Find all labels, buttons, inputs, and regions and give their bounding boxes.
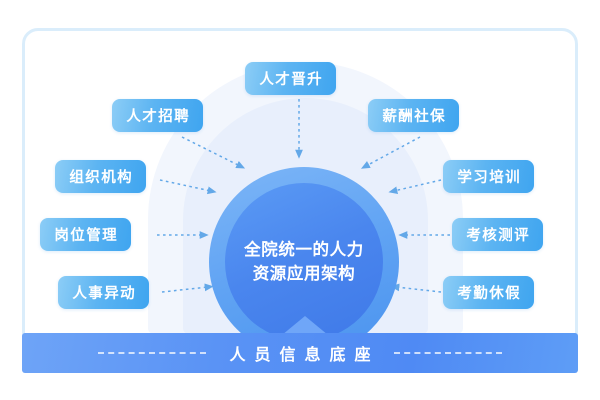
- module-pill-attendance[interactable]: 考勤休假: [443, 276, 534, 309]
- center-circle-inner: 全院统一的人力 资源应用架构: [225, 183, 383, 341]
- module-pill-label: 人才招聘: [126, 109, 190, 125]
- module-pill-recruitment[interactable]: 人才招聘: [112, 99, 203, 132]
- dashed-rule-left: [98, 352, 207, 354]
- module-pill-talent-promotion[interactable]: 人才晋升: [245, 62, 336, 95]
- module-pill-label: 薪酬社保: [382, 109, 446, 125]
- foundation-bar-label: 人员信息底座: [229, 347, 380, 364]
- module-pill-label: 考核测评: [466, 228, 530, 244]
- module-pill-position[interactable]: 岗位管理: [40, 218, 131, 251]
- center-title-line-2: 资源应用架构: [252, 265, 356, 283]
- module-pill-training[interactable]: 学习培训: [443, 160, 534, 193]
- module-pill-label: 人才晋升: [259, 72, 323, 88]
- module-pill-personnel-move[interactable]: 人事异动: [58, 276, 149, 309]
- module-pill-label: 人事异动: [72, 286, 136, 302]
- module-pill-label: 岗位管理: [54, 228, 118, 244]
- module-pill-label: 考勤休假: [457, 286, 521, 302]
- base-up-arrow-icon: [282, 316, 328, 335]
- module-pill-salary[interactable]: 薪酬社保: [368, 99, 459, 132]
- module-pill-organization[interactable]: 组织机构: [55, 160, 146, 193]
- center-title-line-1: 全院统一的人力: [244, 241, 364, 259]
- module-pill-label: 学习培训: [457, 170, 521, 186]
- module-pill-label: 组织机构: [69, 170, 133, 186]
- foundation-bar: 人员信息底座: [22, 333, 578, 373]
- dashed-rule-right: [393, 352, 502, 354]
- module-pill-assessment[interactable]: 考核测评: [452, 218, 543, 251]
